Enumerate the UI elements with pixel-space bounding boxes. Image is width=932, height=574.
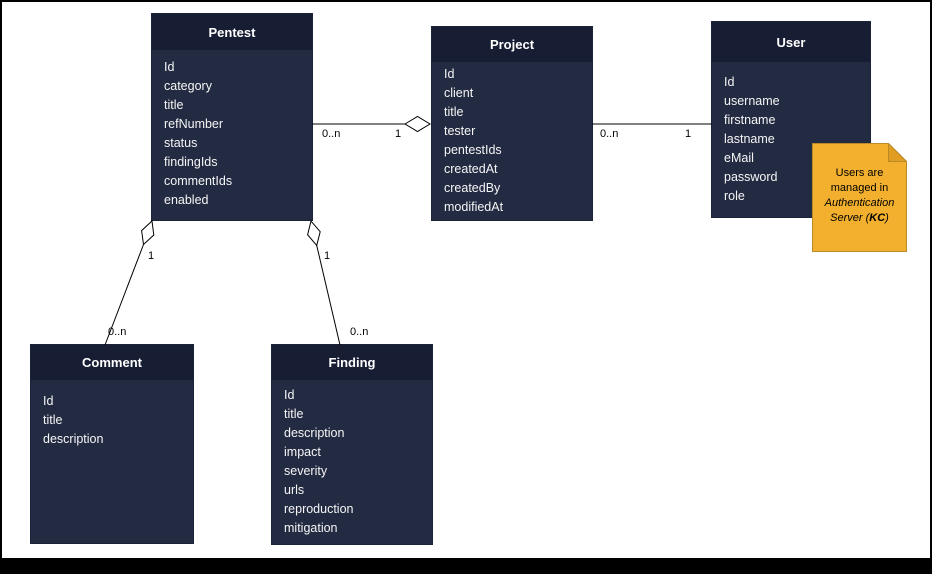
attribute: commentIds	[164, 174, 233, 188]
connector-pentest-comment: 1 0..n	[104, 219, 155, 346]
sticky-note-text: Users are managed in Authentication Serv…	[812, 143, 907, 226]
attribute: title	[43, 413, 63, 427]
entity-project-title: Project	[432, 27, 592, 62]
sticky-note-shape	[812, 142, 908, 252]
entity-pentest-title: Pentest	[152, 14, 312, 50]
attribute: refNumber	[164, 117, 224, 131]
connector-pentest-project: 0..n 1	[312, 115, 431, 140]
multiplicity-label: 1	[395, 128, 401, 140]
attribute: eMail	[724, 151, 754, 165]
attribute: createdBy	[444, 181, 501, 195]
connector-pentest-finding: 1 0..n	[307, 219, 368, 346]
note-line: Authentication	[824, 197, 895, 209]
multiplicity-label: 0..n	[322, 128, 340, 140]
entity-finding[interactable]: Finding Id title description impact seve…	[272, 345, 432, 544]
attribute: password	[724, 170, 778, 184]
entity-comment-attributes: Id title description	[31, 380, 193, 449]
attribute: tester	[444, 124, 476, 138]
entity-comment[interactable]: Comment Id title description	[31, 345, 193, 543]
attribute: reproduction	[284, 502, 354, 516]
attribute: pentestIds	[444, 143, 502, 157]
note-fold-icon	[888, 142, 908, 162]
entity-finding-attributes: Id title description impact severity url…	[272, 380, 432, 538]
aggregation-diamond-icon	[307, 219, 321, 247]
multiplicity-label: 0..n	[600, 128, 618, 140]
attribute: urls	[284, 483, 305, 497]
multiplicity-label: 0..n	[108, 326, 126, 338]
attribute: username	[724, 94, 780, 108]
attribute: category	[164, 79, 212, 93]
multiplicity-label: 1	[324, 250, 330, 262]
attribute: firstname	[724, 113, 776, 127]
attribute: modifiedAt	[444, 200, 504, 214]
attribute: client	[444, 86, 474, 100]
multiplicity-label: 0..n	[350, 326, 368, 338]
entity-project-attributes: Id client title tester pentestIds create…	[432, 62, 592, 217]
attribute: description	[43, 432, 104, 446]
attribute: severity	[284, 464, 328, 478]
entity-user-title: User	[712, 22, 870, 62]
entity-finding-title: Finding	[272, 345, 432, 380]
entity-project[interactable]: Project Id client title tester pentestId…	[432, 27, 592, 220]
multiplicity-label: 1	[685, 128, 691, 140]
attribute: title	[284, 407, 304, 421]
attribute: Id	[43, 394, 54, 408]
attribute: title	[164, 98, 184, 112]
attribute: Id	[284, 388, 295, 402]
attribute: title	[444, 105, 464, 119]
connector-project-user: 0..n 1	[592, 123, 712, 140]
entity-user-attributes: Id username firstname lastname eMail pas…	[712, 62, 870, 206]
entity-pentest[interactable]: Pentest Id category title refNumber stat…	[152, 14, 312, 220]
entity-comment-title: Comment	[31, 345, 193, 380]
attribute: Id	[724, 75, 735, 89]
attribute: lastname	[724, 132, 775, 146]
multiplicity-label: 1	[148, 250, 154, 262]
attribute: role	[724, 189, 745, 203]
attribute: Id	[444, 67, 455, 81]
attribute: enabled	[164, 193, 209, 207]
note-line: Users are	[835, 167, 884, 179]
entity-user[interactable]: User Id username firstname lastname eMai…	[712, 22, 870, 217]
bottom-frame-bar	[2, 558, 930, 572]
aggregation-diamond-icon	[404, 115, 431, 133]
note-line: managed in	[830, 182, 889, 194]
note-line: Server (KC)	[830, 212, 889, 224]
attribute: findingIds	[164, 155, 218, 169]
attribute: impact	[284, 445, 321, 459]
attribute: description	[284, 426, 345, 440]
attribute: createdAt	[444, 162, 498, 176]
attribute: status	[164, 136, 198, 150]
attribute: Id	[164, 60, 175, 74]
attribute: mitigation	[284, 521, 338, 535]
entity-pentest-attributes: Id category title refNumber status findi…	[152, 50, 312, 210]
sticky-note[interactable]: Users are managed in Authentication Serv…	[812, 142, 908, 252]
aggregation-diamond-icon	[141, 219, 155, 246]
